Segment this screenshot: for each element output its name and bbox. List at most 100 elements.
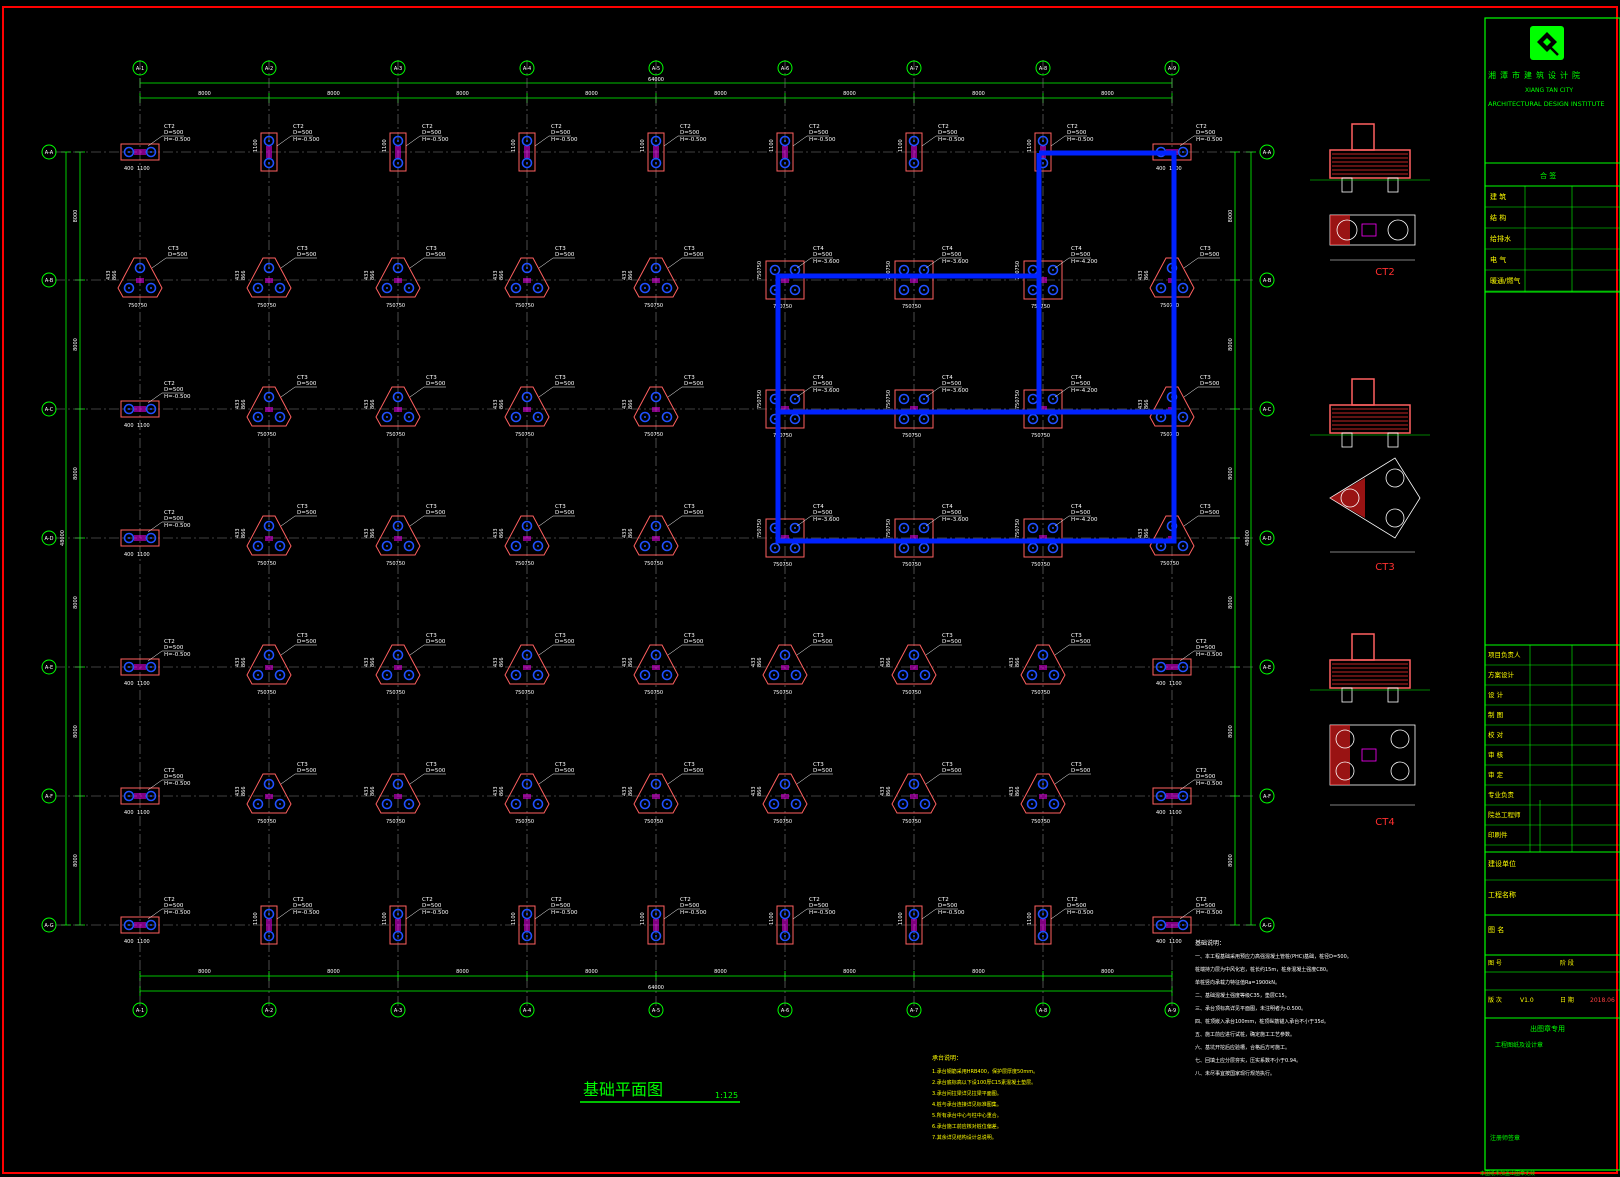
note-line: 八、未尽事宜按国家现行规范执行。 bbox=[1195, 1070, 1275, 1077]
svg-text:400: 400 bbox=[1156, 939, 1166, 945]
svg-text:750750: 750750 bbox=[386, 432, 405, 438]
axis-bubble-bottom-A-4: A-4 bbox=[519, 1002, 535, 1018]
selection-highlight[interactable] bbox=[775, 150, 1177, 544]
svg-text:H=-0.500: H=-0.500 bbox=[164, 523, 191, 529]
svg-text:750750: 750750 bbox=[515, 303, 534, 309]
svg-text:866: 866 bbox=[499, 528, 505, 538]
svg-text:750750: 750750 bbox=[773, 819, 792, 825]
dim-label: 8000 bbox=[843, 91, 856, 97]
svg-text:CT2: CT2 bbox=[164, 639, 175, 645]
axis-bubble-top-A-6: A-6 bbox=[777, 60, 793, 76]
svg-text:H=-0.500: H=-0.500 bbox=[422, 910, 449, 916]
svg-text:A-G: A-G bbox=[44, 923, 53, 929]
svg-text:CT3: CT3 bbox=[297, 762, 308, 768]
svg-text:D=500: D=500 bbox=[426, 510, 446, 516]
svg-text:A-B: A-B bbox=[1263, 278, 1272, 284]
drawing-name-label: 图 名 bbox=[1488, 925, 1504, 934]
dim-label: 8000 bbox=[73, 854, 79, 867]
svg-text:433: 433 bbox=[1138, 528, 1144, 538]
svg-text:750750: 750750 bbox=[515, 432, 534, 438]
staff-row-label: 校 对 bbox=[1488, 730, 1504, 739]
dim-label: 8000 bbox=[1228, 854, 1234, 867]
svg-text:CT3: CT3 bbox=[1200, 375, 1211, 381]
svg-text:866: 866 bbox=[757, 786, 763, 796]
svg-text:750750: 750750 bbox=[773, 690, 792, 696]
svg-text:CT4: CT4 bbox=[942, 504, 953, 510]
svg-text:H=-3.600: H=-3.600 bbox=[813, 259, 840, 265]
svg-text:400: 400 bbox=[1156, 810, 1166, 816]
svg-text:CT3: CT3 bbox=[426, 762, 437, 768]
svg-text:CT2: CT2 bbox=[293, 124, 304, 130]
svg-text:H=-4.200: H=-4.200 bbox=[1071, 259, 1098, 265]
svg-text:400: 400 bbox=[124, 166, 134, 172]
svg-text:CT3: CT3 bbox=[555, 633, 566, 639]
svg-text:433: 433 bbox=[235, 657, 241, 667]
svg-text:866: 866 bbox=[499, 657, 505, 667]
note-line: 六、基坑开挖后应验槽，合格后方可施工。 bbox=[1195, 1044, 1290, 1051]
svg-text:D=500: D=500 bbox=[555, 768, 575, 774]
svg-text:866: 866 bbox=[112, 270, 118, 280]
svg-text:CT2: CT2 bbox=[164, 768, 175, 774]
svg-text:400: 400 bbox=[124, 423, 134, 429]
axis-bubble-right-A-D: A-D bbox=[1259, 530, 1275, 546]
svg-text:433: 433 bbox=[622, 270, 628, 280]
svg-text:750750: 750750 bbox=[902, 433, 921, 439]
